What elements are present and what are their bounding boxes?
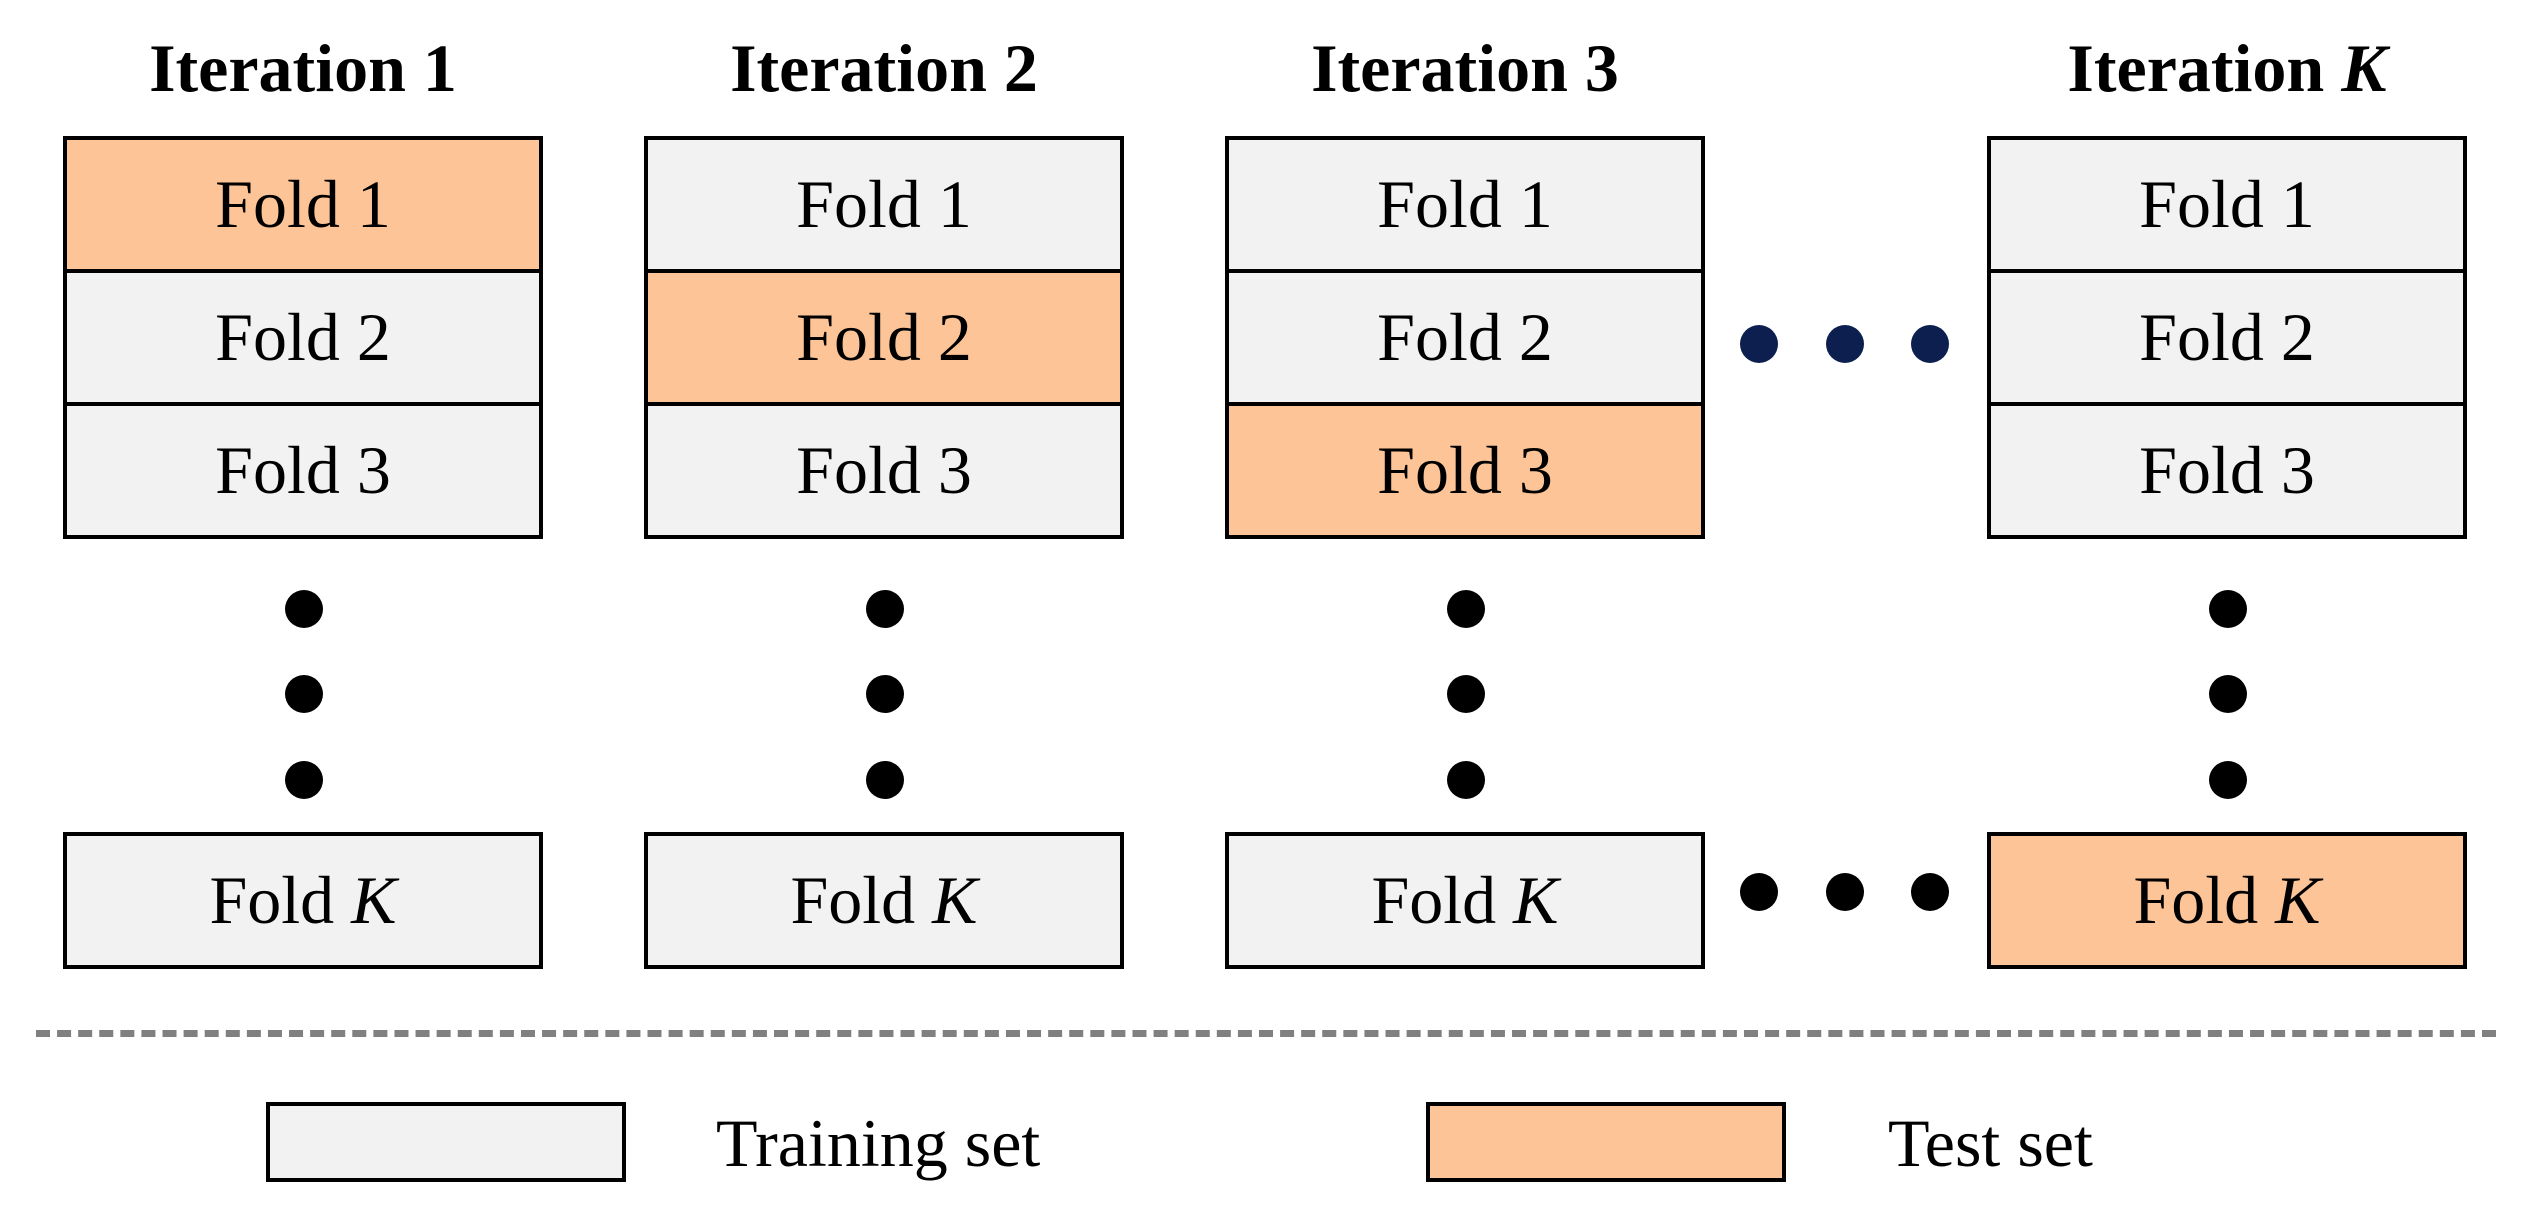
legend-training-label: Training set	[716, 1105, 1041, 1181]
fold-1-box: Fold 1	[63, 136, 543, 273]
fold-2-box: Fold 2	[63, 269, 543, 406]
vertical-ellipsis-dot	[866, 761, 904, 799]
fold-1-box: Fold 1	[644, 136, 1124, 273]
horizontal-ellipsis-dot-navy	[1740, 325, 1778, 363]
fold-k-box: Fold K	[1225, 832, 1705, 969]
horizontal-ellipsis-dot	[1826, 873, 1864, 911]
legend-training-swatch	[266, 1102, 626, 1182]
vertical-ellipsis-dot	[866, 590, 904, 628]
fold-k-box: Fold K	[1987, 832, 2467, 969]
iteration-k-title: Iteration K	[2067, 30, 2387, 106]
vertical-ellipsis-dot	[285, 590, 323, 628]
fold-1-box: Fold 1	[1225, 136, 1705, 273]
legend-divider	[36, 1030, 2496, 1037]
iteration-3-title: Iteration 3	[1311, 30, 1619, 106]
horizontal-ellipsis-dot	[1911, 873, 1949, 911]
horizontal-ellipsis-dot-navy	[1826, 325, 1864, 363]
fold-2-box: Fold 2	[1987, 269, 2467, 406]
fold-3-box: Fold 3	[63, 402, 543, 539]
vertical-ellipsis-dot	[1447, 590, 1485, 628]
fold-3-box: Fold 3	[1225, 402, 1705, 539]
legend-test-swatch	[1426, 1102, 1786, 1182]
vertical-ellipsis-dot	[285, 761, 323, 799]
iteration-1-title: Iteration 1	[149, 30, 457, 106]
fold-k-box: Fold K	[644, 832, 1124, 969]
fold-k-box: Fold K	[63, 832, 543, 969]
vertical-ellipsis-dot	[2209, 590, 2247, 628]
horizontal-ellipsis-dot	[1740, 873, 1778, 911]
vertical-ellipsis-dot	[2209, 761, 2247, 799]
vertical-ellipsis-dot	[285, 675, 323, 713]
fold-1-box: Fold 1	[1987, 136, 2467, 273]
legend-test-label: Test set	[1888, 1105, 2093, 1181]
fold-2-box: Fold 2	[644, 269, 1124, 406]
fold-3-box: Fold 3	[1987, 402, 2467, 539]
fold-3-box: Fold 3	[644, 402, 1124, 539]
vertical-ellipsis-dot	[1447, 675, 1485, 713]
horizontal-ellipsis-dot-navy	[1911, 325, 1949, 363]
iteration-2-title: Iteration 2	[730, 30, 1038, 106]
vertical-ellipsis-dot	[1447, 761, 1485, 799]
fold-2-box: Fold 2	[1225, 269, 1705, 406]
vertical-ellipsis-dot	[866, 675, 904, 713]
vertical-ellipsis-dot	[2209, 675, 2247, 713]
